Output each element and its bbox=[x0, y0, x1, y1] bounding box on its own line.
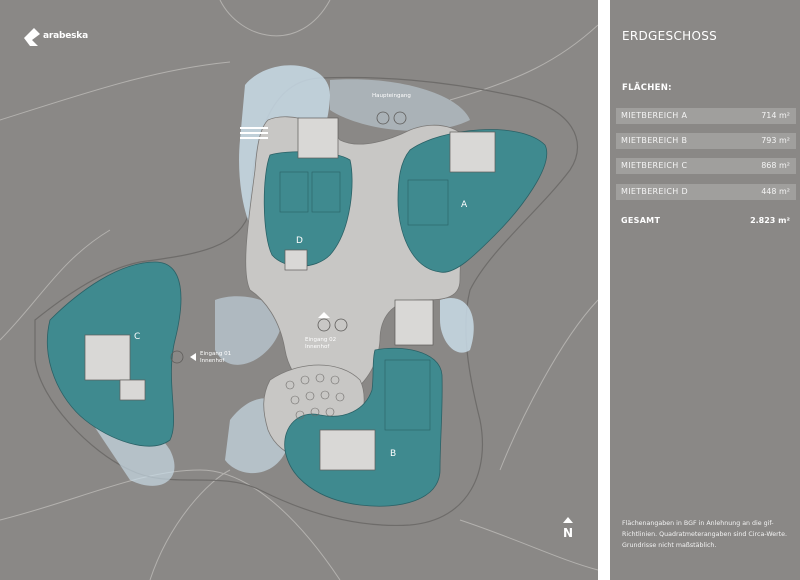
zone-label-d[interactable]: D bbox=[296, 236, 303, 246]
area-row-c[interactable]: MIETBEREICH C 868 m² bbox=[616, 158, 796, 174]
building-cores bbox=[84, 117, 496, 471]
footnote: Flächenangaben in BGF in Anlehnung an di… bbox=[622, 520, 788, 549]
area-label: MIETBEREICH B bbox=[621, 136, 688, 145]
total-row: GESAMT 2.823 m² bbox=[616, 213, 796, 229]
area-label: MIETBEREICH C bbox=[621, 161, 688, 170]
area-row-d[interactable]: MIETBEREICH D 448 m² bbox=[616, 184, 796, 200]
seating-pattern bbox=[279, 171, 449, 431]
total-value: 2.823 m² bbox=[750, 216, 790, 225]
area-value: 793 m² bbox=[761, 136, 790, 145]
north-label: N bbox=[563, 526, 574, 540]
floor-title: ERDGESCHOSS bbox=[622, 29, 718, 43]
panel-divider bbox=[598, 0, 610, 580]
zebra-crossing bbox=[240, 127, 268, 139]
road-lines bbox=[0, 0, 598, 580]
floor-plan-map bbox=[0, 0, 598, 580]
area-value: 448 m² bbox=[761, 187, 790, 196]
total-label: GESAMT bbox=[621, 216, 661, 225]
area-row-a[interactable]: MIETBEREICH A 714 m² bbox=[616, 108, 796, 124]
north-arrow-icon bbox=[563, 517, 573, 523]
area-row-b[interactable]: MIETBEREICH B 793 m² bbox=[616, 133, 796, 149]
entrance-markers bbox=[170, 111, 407, 364]
areas-heading: FLÄCHEN: bbox=[622, 83, 672, 93]
area-label: MIETBEREICH D bbox=[621, 187, 688, 196]
brand-name: arabeska bbox=[43, 31, 88, 41]
rental-area-a bbox=[397, 129, 548, 273]
area-value: 714 m² bbox=[761, 111, 790, 120]
table-circles bbox=[285, 373, 345, 420]
area-value: 868 m² bbox=[761, 161, 790, 170]
zone-label-b[interactable]: B bbox=[390, 449, 397, 459]
info-panel: ERDGESCHOSS FLÄCHEN: MIETBEREICH A 714 m… bbox=[610, 0, 800, 580]
arabeska-logo-icon[interactable] bbox=[24, 26, 104, 48]
area-label: MIETBEREICH A bbox=[621, 111, 688, 120]
entrance-arrows bbox=[190, 312, 330, 361]
zone-label-c[interactable]: C bbox=[134, 332, 141, 342]
zone-label-a[interactable]: A bbox=[461, 200, 468, 210]
main-entrance-label: Haupteingang bbox=[372, 93, 411, 99]
